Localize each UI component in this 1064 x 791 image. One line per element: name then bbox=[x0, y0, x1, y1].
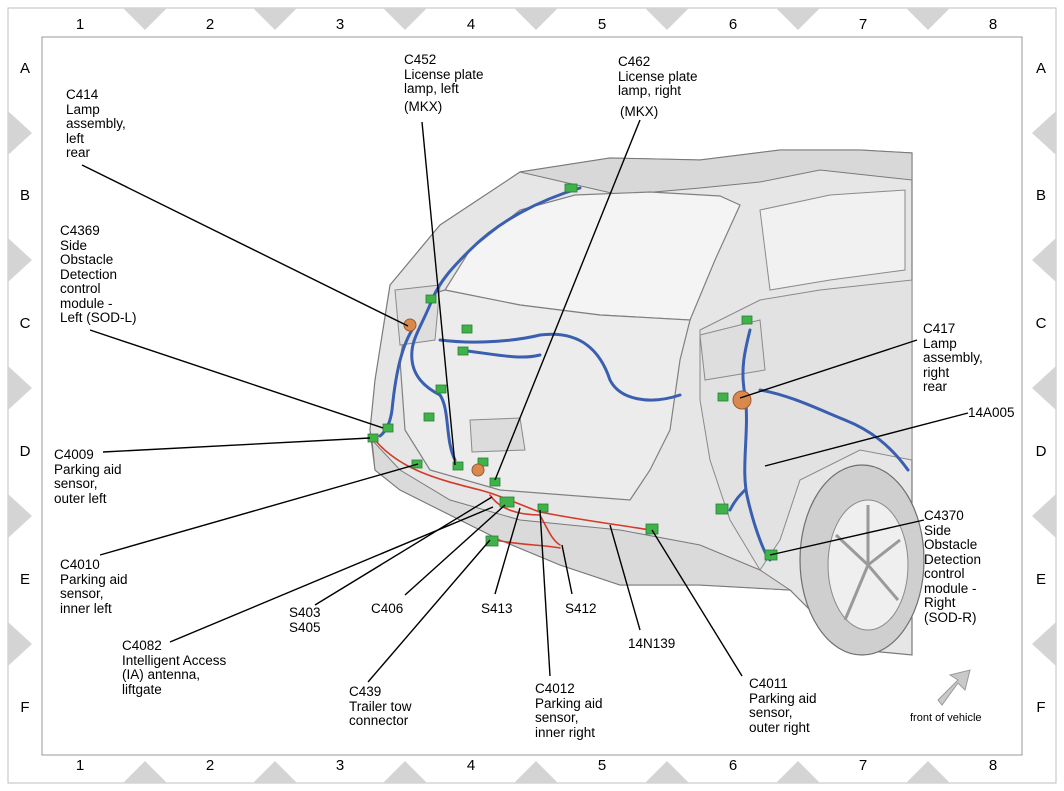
grid-row-F-right: F bbox=[1036, 699, 1046, 716]
label-c4010: C4010 Parking aid sensor, inner left bbox=[60, 557, 128, 616]
license-plate-recess bbox=[469, 417, 526, 453]
left-zone-markers bbox=[8, 111, 32, 666]
zone-marker bbox=[8, 622, 32, 666]
label-c439: C439 Trailer tow connector bbox=[349, 684, 412, 728]
inner-border bbox=[41, 36, 1023, 756]
zone-marker bbox=[1032, 366, 1056, 410]
label-c414: C414 Lamp assembly, left rear bbox=[66, 87, 126, 160]
bottom-zone-markers bbox=[123, 761, 950, 783]
grid-column-5-bottom: 5 bbox=[597, 757, 607, 774]
grid-row-A-right: A bbox=[1035, 60, 1046, 77]
side-window bbox=[759, 189, 906, 291]
grid-column-1-top: 1 bbox=[75, 16, 85, 33]
leader-lines bbox=[81, 119, 969, 683]
top-zone-markers bbox=[123, 8, 950, 30]
grid-row-B-left: B bbox=[19, 187, 30, 204]
grid-column-3-bottom: 3 bbox=[335, 757, 345, 774]
grid-column-6-bottom: 6 bbox=[728, 757, 738, 774]
grid-row-E-left: E bbox=[19, 571, 30, 588]
grid-row-E-right: E bbox=[1035, 571, 1046, 588]
zone-marker bbox=[906, 8, 950, 30]
label-c4369: C4369 Side Obstacle Detection control mo… bbox=[60, 223, 137, 325]
grid-column-1-bottom: 1 bbox=[75, 757, 85, 774]
label-c4370: C4370 Side Obstacle Detection control mo… bbox=[924, 508, 982, 625]
label-c4009: C4009 Parking aid sensor, outer left bbox=[54, 447, 122, 506]
grid-row-C-left: C bbox=[19, 315, 31, 332]
zone-marker bbox=[8, 238, 32, 282]
zone-marker bbox=[8, 111, 32, 155]
label-front-of-vehicle: front of vehicle bbox=[910, 712, 982, 724]
liftgate bbox=[399, 289, 691, 501]
zone-marker bbox=[253, 761, 297, 783]
grid-column-5-top: 5 bbox=[597, 16, 607, 33]
zone-marker bbox=[645, 761, 689, 783]
zone-marker bbox=[383, 761, 427, 783]
label-c462-mkx: (MKX) bbox=[620, 104, 659, 119]
grid-row-D-left: D bbox=[19, 443, 31, 460]
zone-marker bbox=[776, 8, 820, 30]
zone-marker bbox=[8, 494, 32, 538]
label-c417: C417 Lamp assembly, right rear bbox=[923, 321, 983, 394]
grid-row-F-left: F bbox=[20, 699, 30, 716]
label-c4012: C4012 Parking aid sensor, inner right bbox=[535, 681, 603, 740]
zone-marker bbox=[8, 366, 32, 410]
zone-marker bbox=[1032, 238, 1056, 282]
zone-marker bbox=[383, 8, 427, 30]
wheel-spokes bbox=[834, 505, 901, 621]
vehicle-roof bbox=[519, 149, 913, 196]
label-s413: S413 bbox=[481, 601, 513, 616]
label-14n139: 14N139 bbox=[628, 636, 676, 651]
grid-column-3-top: 3 bbox=[335, 16, 345, 33]
label-s403-s405: S403 S405 bbox=[289, 605, 321, 635]
zone-marker bbox=[645, 8, 689, 30]
grid-row-C-right: C bbox=[1035, 315, 1047, 332]
zone-marker bbox=[253, 8, 297, 30]
grid-row-B-right: B bbox=[1035, 187, 1046, 204]
grid-column-4-bottom: 4 bbox=[466, 757, 476, 774]
grid-column-7-top: 7 bbox=[858, 16, 868, 33]
grid-row-A-left: A bbox=[19, 60, 30, 77]
grid-column-2-top: 2 bbox=[205, 16, 215, 33]
grid-column-8-bottom: 8 bbox=[988, 757, 998, 774]
grid-column-6-top: 6 bbox=[728, 16, 738, 33]
connectors bbox=[367, 183, 778, 561]
zone-marker bbox=[906, 761, 950, 783]
grid-row-D-right: D bbox=[1035, 443, 1047, 460]
zone-marker bbox=[1032, 622, 1056, 666]
label-c4082: C4082 Intelligent Access (IA) antenna, l… bbox=[122, 638, 227, 697]
zone-marker bbox=[514, 8, 558, 30]
grid-column-2-bottom: 2 bbox=[205, 757, 215, 774]
label-14a005: 14A005 bbox=[968, 405, 1015, 420]
zone-marker bbox=[514, 761, 558, 783]
zone-marker bbox=[1032, 111, 1056, 155]
zone-marker bbox=[776, 761, 820, 783]
label-c452-mkx: (MKX) bbox=[404, 99, 443, 114]
zone-marker bbox=[1032, 494, 1056, 538]
front-of-vehicle-arrow-icon bbox=[937, 669, 971, 706]
grid-column-8-top: 8 bbox=[988, 16, 998, 33]
grid-column-4-top: 4 bbox=[466, 16, 476, 33]
right-zone-markers bbox=[1032, 111, 1056, 666]
label-c452: C452 License plate lamp, left bbox=[404, 52, 484, 96]
label-c462: C462 License plate lamp, right bbox=[618, 54, 698, 98]
zone-marker bbox=[123, 761, 167, 783]
grid-column-7-bottom: 7 bbox=[858, 757, 868, 774]
label-c406: C406 bbox=[371, 601, 404, 616]
label-s412: S412 bbox=[565, 601, 597, 616]
label-c4011: C4011 Parking aid sensor, outer right bbox=[749, 676, 817, 735]
zone-marker bbox=[123, 8, 167, 30]
